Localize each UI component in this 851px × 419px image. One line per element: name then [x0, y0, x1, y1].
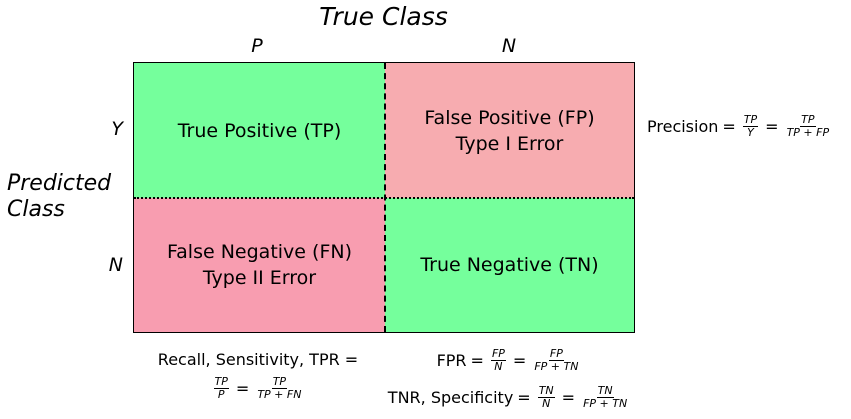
- fraction-denominator: TP + FN: [257, 388, 302, 401]
- cell-true-negative: True Negative (TN): [385, 198, 634, 332]
- equals-sign: =: [765, 117, 779, 136]
- tp-label: True Positive (TP): [177, 119, 342, 142]
- fraction-numerator: FP: [548, 347, 564, 361]
- tnr-label: TNR, Specificity: [387, 388, 514, 407]
- equals-sign: =: [470, 351, 484, 370]
- fraction-denominator: FP + TN: [583, 397, 628, 410]
- row-label-y: Y: [111, 118, 123, 140]
- fraction-numerator: TN: [596, 384, 614, 398]
- fraction-denominator: N: [494, 360, 503, 373]
- fraction-numerator: TP: [271, 375, 288, 389]
- recall-formula: TP P = TP TP + FN: [133, 376, 383, 401]
- recall-label-line: Recall, Sensitivity, TPR =: [133, 350, 383, 369]
- tnr-fraction-2: TN FP + TN: [582, 385, 628, 410]
- fraction-numerator: TP: [213, 375, 229, 389]
- predicted-class-label: Predicted Class: [7, 171, 111, 223]
- confusion-matrix: True Positive (TP) False Positive (FP) T…: [133, 62, 635, 333]
- horizontal-dotted-divider: [134, 197, 634, 199]
- fraction-denominator: P: [217, 388, 225, 401]
- tnr-formula: TNR, Specificity = TN N = TN FP + TN: [384, 385, 635, 410]
- fpr-fraction-2: FP FP + TN: [533, 348, 579, 373]
- equals-sign: =: [235, 379, 250, 398]
- fraction-numerator: FP: [490, 347, 506, 361]
- cell-true-positive: True Positive (TP): [134, 63, 385, 198]
- precision-formula: Precision = TP Y = TP TP + FP: [647, 114, 833, 139]
- predicted-label-line1: Predicted: [7, 171, 112, 196]
- recall-fraction-1: TP P: [213, 375, 229, 401]
- recall-label: Recall, Sensitivity, TPR =: [157, 350, 359, 369]
- tnr-fraction-1: TN N: [537, 384, 555, 410]
- fn-label: False Negative (FN): [166, 241, 352, 263]
- fpr-formula: FPR = FP N = FP FP + TN: [384, 348, 635, 373]
- column-label-n: N: [501, 35, 517, 57]
- fraction-numerator: TP: [742, 113, 759, 127]
- column-label-p: P: [251, 35, 263, 57]
- fraction-numerator: TN: [537, 384, 555, 398]
- fpr-fraction-1: FP N: [490, 347, 506, 373]
- tn-label: True Negative (TN): [420, 254, 599, 276]
- cell-false-negative: False Negative (FN) Type II Error: [134, 198, 385, 332]
- cell-false-positive: False Positive (FP) Type I Error: [385, 63, 634, 198]
- precision-fraction-1: TP Y: [742, 113, 759, 139]
- recall-fraction-2: TP TP + FN: [256, 376, 302, 401]
- equals-sign: =: [517, 388, 531, 407]
- fp-error-type: Type I Error: [455, 132, 564, 155]
- fraction-denominator: FP + TN: [534, 360, 579, 373]
- predicted-label-line2: Class: [7, 197, 65, 222]
- equals-sign: =: [722, 117, 736, 136]
- fraction-numerator: TP: [800, 113, 816, 127]
- equals-sign: =: [512, 351, 527, 370]
- fraction-denominator: Y: [747, 126, 754, 139]
- fp-label: False Positive (FP): [424, 106, 595, 129]
- fraction-denominator: TP + FP: [786, 126, 830, 139]
- fn-error-type: Type II Error: [202, 267, 317, 289]
- equals-sign: =: [561, 388, 576, 407]
- diagram-title: True Class: [319, 2, 448, 31]
- row-label-n: N: [108, 254, 123, 276]
- fraction-denominator: N: [542, 397, 551, 410]
- precision-label: Precision: [647, 117, 719, 136]
- fpr-label: FPR: [436, 351, 467, 370]
- precision-fraction-2: TP TP + FP: [786, 114, 831, 139]
